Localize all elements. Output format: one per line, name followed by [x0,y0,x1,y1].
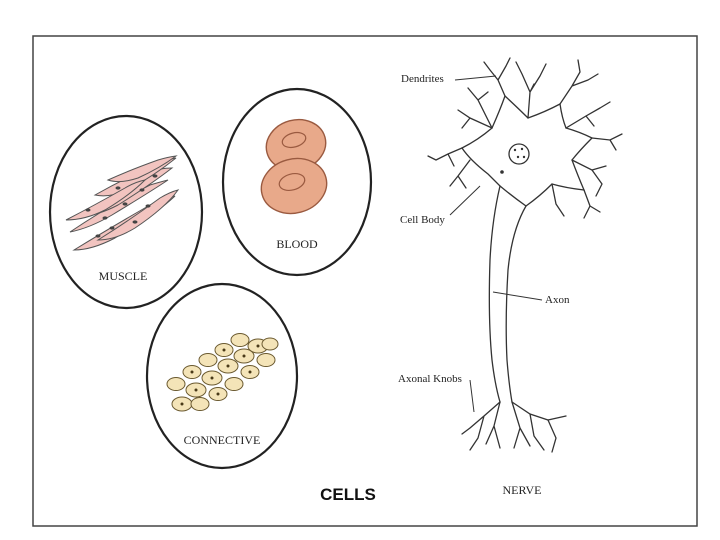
nerve-nucleus-dots [513,147,526,159]
dendrites [427,57,623,219]
muscle-circle [48,114,204,310]
muscle-cell-group: MUSCLE [48,114,204,310]
nerve-caption: NERVE [502,483,541,497]
connective-label: CONNECTIVE [184,433,261,447]
cell-body-label: Cell Body [400,214,445,226]
muscle-nuclei [85,174,158,238]
nerve-cell-group [427,57,623,453]
axonal-knobs-label: Axonal Knobs [398,373,462,385]
diagram-title: CELLS [320,485,376,504]
axon-label: Axon [545,294,570,306]
muscle-fibers [65,155,180,251]
connective-nuclei [180,344,260,406]
connective-cells [166,333,279,412]
dendrites-pointer [454,75,497,81]
cell-body-pointer [449,185,481,216]
diagram-frame [32,35,698,527]
blood-label: BLOOD [276,237,318,251]
blood-circle [221,87,373,277]
nerve-dot [500,170,504,174]
connective-circle [145,282,299,470]
dendrites-label: Dendrites [401,73,444,85]
nerve-pointers [449,75,543,413]
muscle-label: MUSCLE [99,269,148,283]
axon-pointer [492,291,543,301]
axon-outer [505,205,527,403]
connective-cell-group: CONNECTIVE [145,282,299,470]
axon-terminals [461,401,567,453]
red-blood-cells [260,118,328,215]
axon [488,185,501,403]
blood-cell-group: BLOOD [221,87,373,277]
nerve-cell-body [461,94,594,207]
axonal-knobs-pointer [469,379,475,413]
nerve-nucleus [508,143,530,165]
